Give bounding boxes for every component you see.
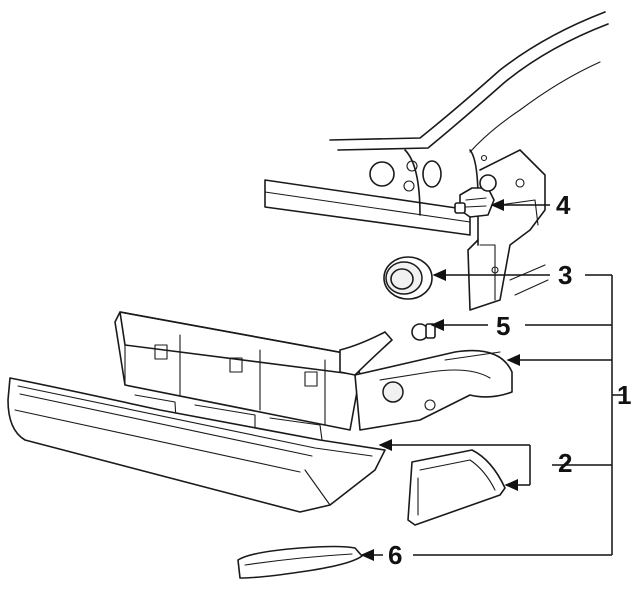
callout-label-3: 3 bbox=[558, 260, 573, 290]
fender-body-panel bbox=[264, 11, 609, 246]
callout-label-6: 6 bbox=[388, 540, 403, 570]
mounting-bracket bbox=[467, 149, 549, 311]
reflector-part-6 bbox=[237, 545, 363, 579]
bulb-socket-part-4 bbox=[454, 174, 497, 218]
side-marker-lens bbox=[407, 449, 506, 526]
callout-label-4: 4 bbox=[556, 190, 571, 220]
bulb-part-5 bbox=[411, 323, 436, 341]
callout-label-2: 2 bbox=[558, 448, 573, 478]
callout-label-5: 5 bbox=[496, 311, 511, 341]
seal-ring-part-3 bbox=[383, 256, 433, 300]
callout-label-1: 1 bbox=[617, 380, 632, 410]
leader-lines bbox=[360, 199, 624, 561]
front-lens-part-2 bbox=[7, 377, 386, 513]
lamp-housing bbox=[114, 311, 513, 441]
